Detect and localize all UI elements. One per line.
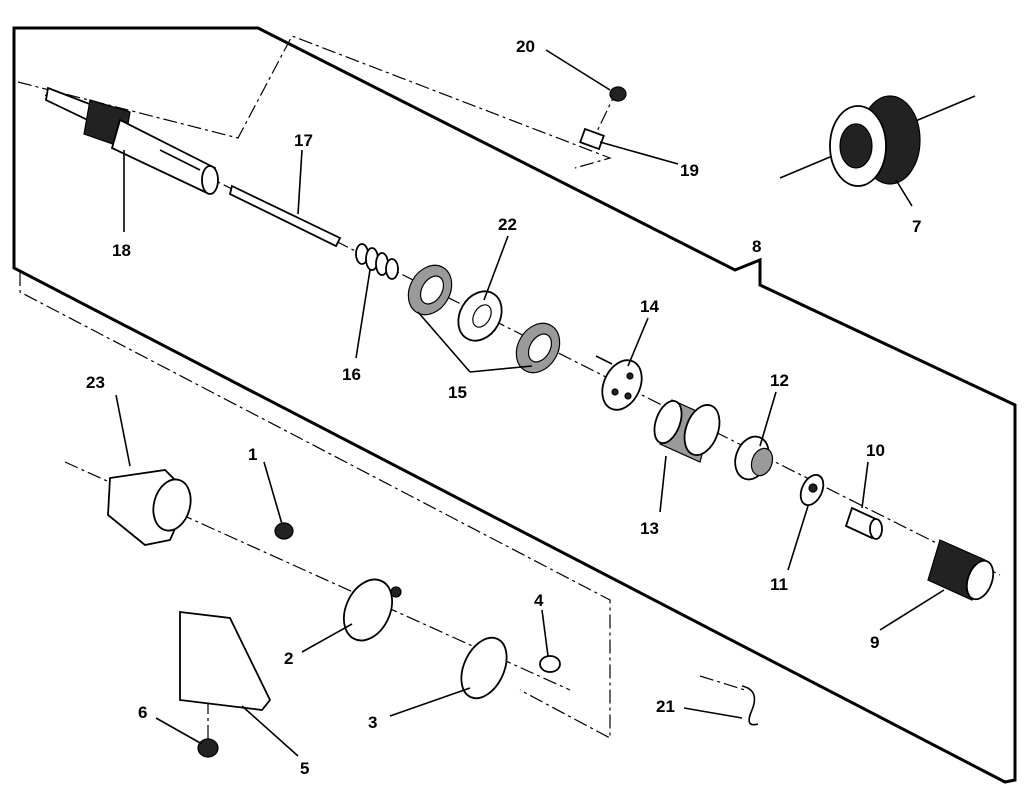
part-3-cam-plate — [460, 636, 508, 700]
part-16-spring — [355, 243, 399, 280]
part-11-washer — [799, 473, 825, 507]
assembly-boundary-8 — [12, 26, 1017, 784]
callout-14: 14 — [640, 297, 659, 316]
subassembly-outline-top — [17, 35, 612, 169]
part-19-clip — [579, 127, 605, 151]
callout-17: 17 — [294, 131, 313, 150]
callout-13: 13 — [640, 519, 659, 538]
callout-4: 4 — [534, 591, 544, 610]
callout-23: 23 — [86, 373, 105, 392]
axis-21 — [699, 675, 746, 691]
part-10-bushing — [844, 506, 883, 540]
callout-5: 5 — [300, 759, 309, 778]
part-20-screw — [609, 86, 627, 102]
subassembly-outline-lower — [19, 272, 611, 739]
part-7-pulley — [829, 95, 921, 187]
part-2-cam-plate — [343, 578, 402, 642]
callout-10: 10 — [866, 441, 885, 460]
callout-21: 21 — [656, 697, 675, 716]
callout-9: 9 — [870, 633, 879, 652]
part-5-bracket — [179, 610, 272, 711]
part-17-rod — [228, 184, 342, 248]
part-15-washer-a — [407, 264, 453, 316]
part-6-screw — [197, 738, 219, 758]
leader-lines — [115, 49, 945, 757]
part-4-screw — [539, 655, 561, 673]
callout-8: 8 — [752, 237, 761, 256]
callout-2: 2 — [284, 649, 293, 668]
part-14-hub — [595, 355, 643, 411]
callout-15: 15 — [448, 383, 467, 402]
part-23-flange — [107, 469, 192, 546]
callout-6: 6 — [138, 703, 147, 722]
callout-19: 19 — [680, 161, 699, 180]
part-22-washer — [457, 290, 503, 342]
part-21-spring-clip — [741, 685, 759, 726]
part-12-cone-bearing — [734, 435, 774, 481]
callout-18: 18 — [112, 241, 131, 260]
part-15-washer-b — [515, 322, 561, 374]
part-13-sleeve — [653, 399, 721, 463]
part-9-gear — [927, 539, 995, 601]
part-1-nut — [274, 522, 294, 540]
callout-16: 16 — [342, 365, 361, 384]
callout-20: 20 — [516, 37, 535, 56]
callout-22: 22 — [498, 215, 517, 234]
callout-7: 7 — [912, 217, 921, 236]
part-18-shaft-housing — [45, 86, 219, 195]
callout-1: 1 — [248, 445, 257, 464]
callout-11: 11 — [770, 575, 788, 594]
callout-12: 12 — [770, 371, 789, 390]
callout-3: 3 — [368, 713, 377, 732]
